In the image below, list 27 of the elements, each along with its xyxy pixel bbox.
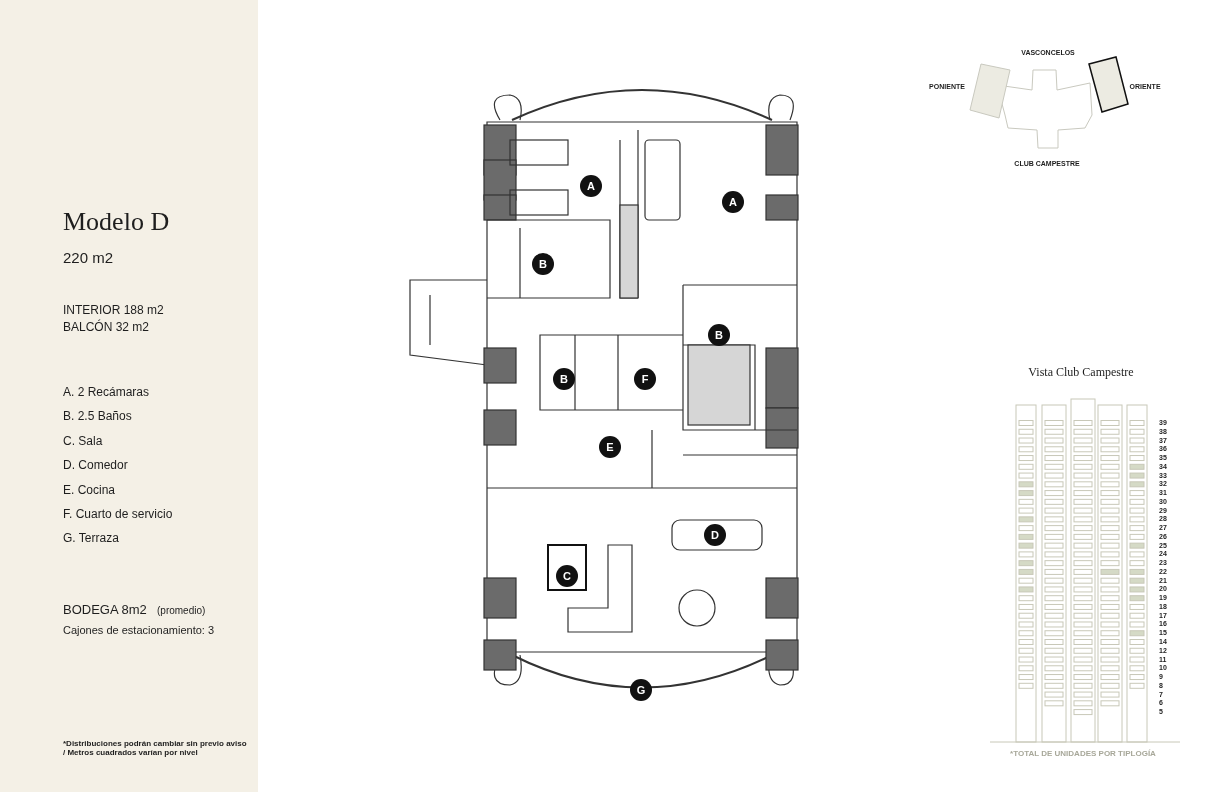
room-marker: B (553, 368, 575, 390)
parking-text: Cajones de estacionamiento: 3 (63, 623, 215, 637)
key-item: D. Comedor (63, 459, 128, 474)
key-item: F. Cuarto de servicio (63, 508, 173, 522)
note-text: (promedio) (157, 605, 206, 617)
key-item: G. Terraza (63, 532, 119, 547)
room-marker: A (580, 175, 602, 197)
key-item: A. 2 Recámaras (63, 386, 150, 400)
area-text: BALCÓN 32 m2 (63, 321, 150, 335)
room-marker: B (532, 253, 554, 275)
room-marker: E (599, 436, 621, 458)
room-marker: F (634, 368, 656, 390)
view-title: Vista Club Campestre (1028, 366, 1134, 380)
room-marker: C (556, 565, 578, 587)
room-marker: G (630, 679, 652, 701)
area-text: 220 m2 (63, 249, 114, 267)
key-item: B. 2.5 Baños (63, 410, 132, 425)
area-text: INTERIOR 188 m2 (63, 304, 164, 318)
room-marker: A (722, 191, 744, 213)
room-marker: B (708, 324, 730, 346)
room-marker: D (704, 524, 726, 546)
key-item: C. Sala (63, 434, 103, 449)
key-item: E. Cocina (63, 483, 116, 498)
storage-text: BODEGA 8m2 (63, 602, 147, 618)
model-title: Modelo D (63, 207, 170, 237)
footnote-text: *Distribuciones podrán cambiar sin previo aviso / Metros cuadrados varían por nivel (63, 738, 248, 758)
footnote-text: *TOTAL DE UNIDADES POR TIPLOGÍA (1010, 749, 1156, 759)
